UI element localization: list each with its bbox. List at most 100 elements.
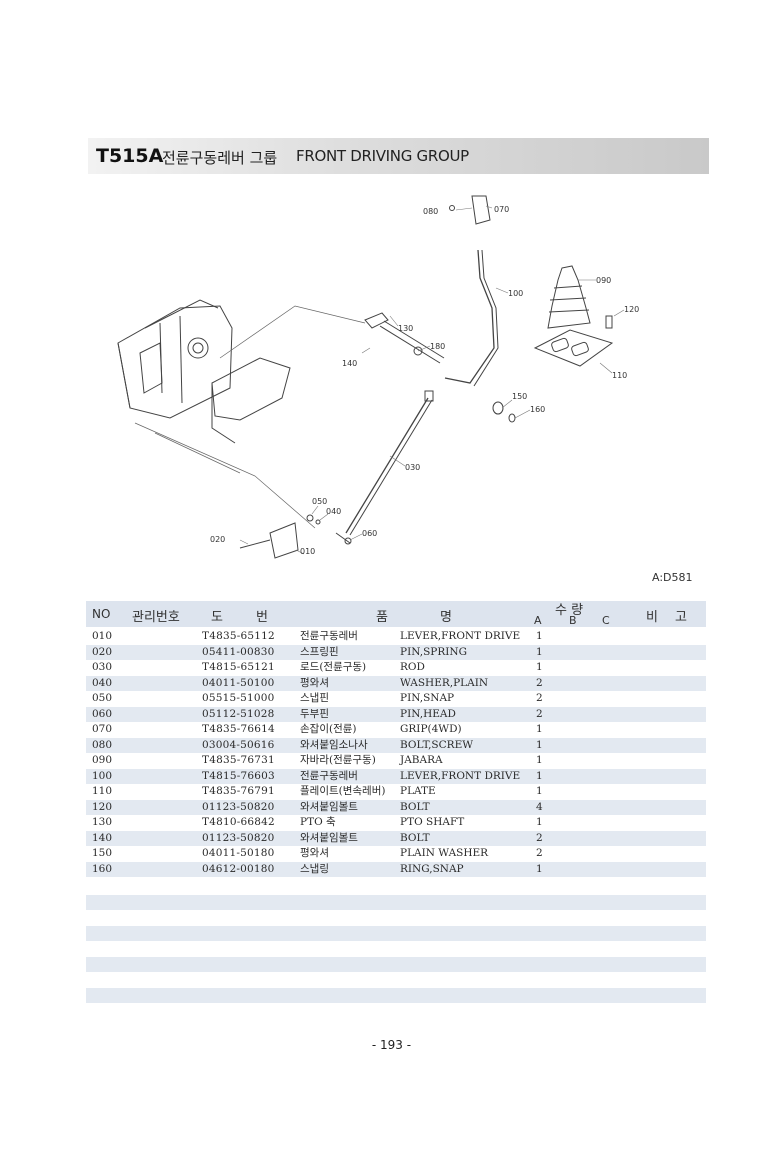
header-qty-c: C — [602, 614, 610, 627]
row-qty-a: 2 — [536, 847, 543, 859]
row-qty-a: 1 — [536, 785, 543, 797]
row-no: 120 — [92, 800, 113, 813]
section-code: T515A — [96, 145, 164, 167]
row-name-english: PLAIN WASHER — [400, 847, 489, 859]
row-qty-a: 2 — [536, 692, 543, 704]
row-name-korean: 전륜구동레버 — [300, 630, 358, 642]
row-no: 090 — [92, 754, 113, 766]
section-title-bar: T515A 전륜구동레버 그룹 FRONT DRIVING GROUP — [88, 138, 709, 174]
callout-040: 040 — [326, 507, 341, 516]
row-name-english: LEVER,FRONT DRIVE — [400, 769, 521, 782]
row-name-english: LEVER,FRONT DRIVE — [400, 630, 521, 642]
row-name-korean: PTO 축 — [300, 816, 336, 828]
row-part-number: T4815-65121 — [202, 661, 275, 673]
row-no: 010 — [92, 630, 113, 642]
table-row: 130 T4810-66842 PTO 축 PTO SHAFT 1 — [86, 815, 706, 831]
row-name-korean: 와셔붙임볼트 — [300, 831, 358, 844]
row-no: 150 — [92, 847, 113, 859]
row-part-number: 01123-50820 — [202, 831, 275, 844]
callout-070: 070 — [494, 205, 509, 214]
row-name-korean: 자바라(전륜구동) — [300, 754, 376, 766]
row-qty-a: 2 — [536, 707, 543, 720]
header-qty-b: B — [569, 614, 577, 627]
header-drawing-1: 도 — [211, 610, 223, 625]
row-name-english: PIN,SNAP — [400, 692, 455, 704]
row-name-korean: 전륜구동레버 — [300, 769, 358, 782]
exploded-parts-diagram: 080 070 100 090 120 110 130 180 140 150 … — [100, 188, 700, 578]
row-qty-a: 1 — [536, 862, 543, 875]
row-part-number: T4810-66842 — [202, 816, 275, 828]
callout-140: 140 — [342, 359, 357, 368]
callout-030: 030 — [405, 463, 420, 472]
row-qty-a: 1 — [536, 645, 543, 658]
header-management-number: 관리번호 — [132, 610, 180, 625]
row-no: 140 — [92, 831, 113, 844]
row-part-number: 05411-00830 — [202, 645, 275, 658]
row-name-english: JABARA — [400, 754, 443, 766]
header-remarks-2: 고 — [675, 610, 687, 625]
empty-row-band — [86, 988, 706, 1003]
row-part-number: 01123-50820 — [202, 800, 275, 813]
row-qty-a: 1 — [536, 723, 543, 735]
row-qty-a: 1 — [536, 754, 543, 766]
table-row: 120 01123-50820 와셔붙임볼트 BOLT 4 — [86, 799, 706, 815]
diagram-reference: A:D581 — [652, 571, 693, 584]
page-number: - 193 - — [371, 1038, 412, 1052]
empty-row-band — [86, 926, 706, 941]
table-row: 140 01123-50820 와셔붙임볼트 BOLT 2 — [86, 830, 706, 846]
callout-060: 060 — [362, 529, 377, 538]
row-no: 110 — [92, 785, 113, 797]
header-drawing-2: 번 — [256, 610, 268, 625]
row-part-number: T4835-76791 — [202, 785, 275, 797]
empty-row-band — [86, 957, 706, 972]
row-name-korean: 와셔붙임볼트 — [300, 800, 358, 813]
row-part-number: 04011-50180 — [202, 847, 275, 859]
row-qty-a: 1 — [536, 661, 543, 673]
header-qty-a: A — [534, 614, 542, 627]
row-name-korean: 와셔붙임소나사 — [300, 738, 368, 751]
callout-010: 010 — [300, 547, 315, 556]
row-name-korean: 평와셔 — [300, 676, 329, 689]
row-name-english: PIN,SPRING — [400, 645, 467, 658]
row-part-number: 04011-50100 — [202, 676, 275, 689]
row-name-english: PIN,HEAD — [400, 707, 456, 720]
row-name-english: PTO SHAFT — [400, 816, 465, 828]
row-qty-a: 1 — [536, 630, 543, 642]
row-part-number: T4835-76614 — [202, 723, 275, 735]
row-no: 050 — [92, 692, 113, 704]
row-no: 040 — [92, 676, 113, 689]
row-name-korean: 손잡이(전륜) — [300, 723, 357, 735]
section-title-english: FRONT DRIVING GROUP — [296, 147, 469, 165]
row-name-english: RING,SNAP — [400, 862, 464, 875]
row-qty-a: 2 — [536, 831, 543, 844]
header-name-1: 품 — [376, 610, 388, 625]
row-no: 020 — [92, 645, 113, 658]
row-name-korean: 플레이트(변속레버) — [300, 785, 386, 797]
row-name-english: WASHER,PLAIN — [400, 676, 489, 689]
callout-180: 180 — [430, 342, 445, 351]
row-part-number: T4835-76731 — [202, 754, 275, 766]
table-row: 090 T4835-76731 자바라(전륜구동) JABARA 1 — [86, 753, 706, 769]
row-no: 100 — [92, 769, 113, 782]
row-name-english: BOLT — [400, 831, 430, 844]
row-no: 030 — [92, 661, 113, 673]
callout-150: 150 — [512, 392, 527, 401]
row-qty-a: 4 — [536, 800, 543, 813]
parts-table-header: NO 관리번호 도 번 품 명 수 량 A B C 비 고 — [86, 601, 706, 627]
row-name-korean: 로드(전륜구동) — [300, 661, 367, 673]
row-name-korean: 스냅핀 — [300, 692, 329, 704]
row-no: 130 — [92, 816, 113, 828]
row-name-english: BOLT — [400, 800, 430, 813]
row-qty-a: 1 — [536, 816, 543, 828]
row-no: 160 — [92, 862, 113, 875]
